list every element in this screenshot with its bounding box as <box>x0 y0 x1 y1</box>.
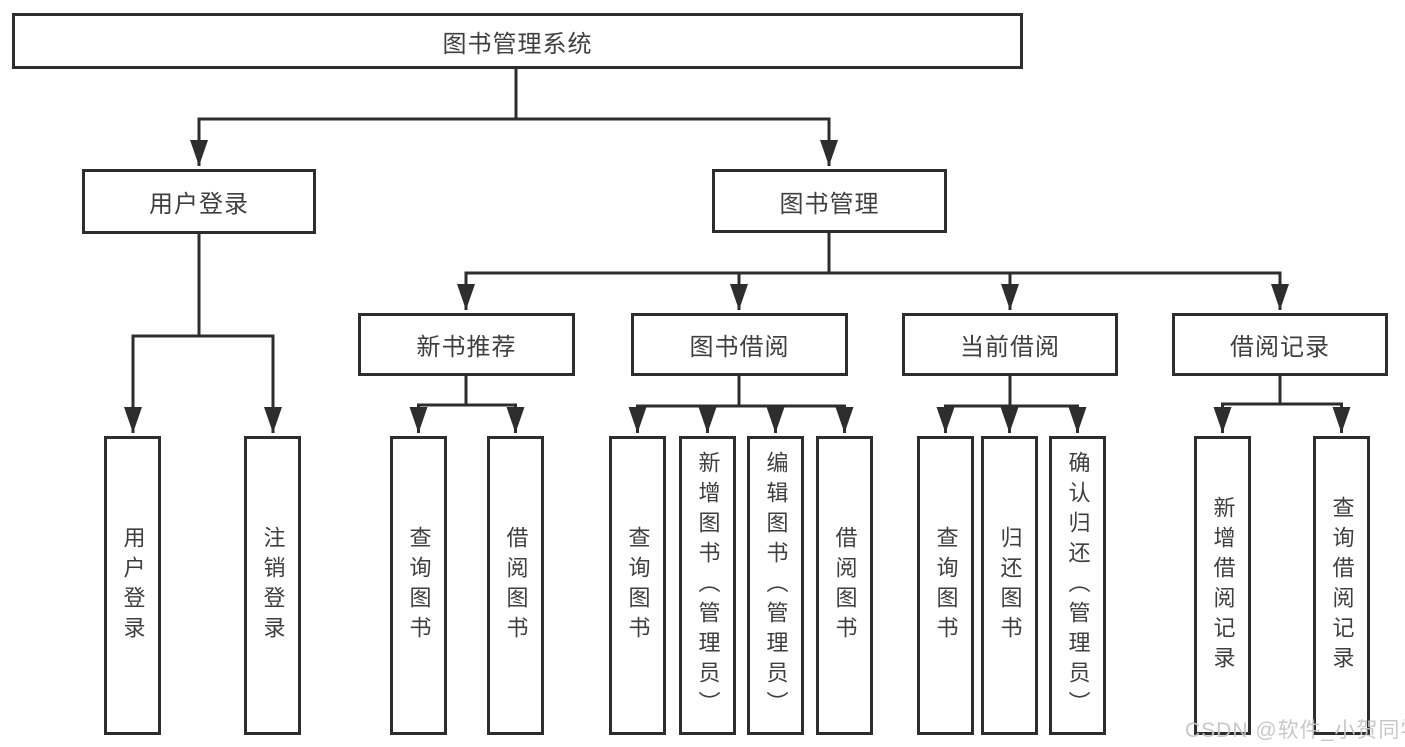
node-book-borrow: 图书借阅 <box>631 313 848 376</box>
leaf-return-books: 归还图书 <box>981 436 1038 735</box>
node-current-borrow: 当前借阅 <box>902 313 1118 376</box>
leaf-query-books-borrow: 查询图书 <box>609 436 666 735</box>
leaf-confirm-return-admin: 确认归还（管理员） <box>1049 436 1106 735</box>
node-new-books: 新书推荐 <box>358 313 575 376</box>
leaf-logout: 注销登录 <box>244 436 301 735</box>
connector-group <box>124 69 1351 433</box>
leaf-add-borrow-record: 新增借阅记录 <box>1194 436 1251 735</box>
leaf-query-books-current: 查询图书 <box>917 436 974 735</box>
leaf-query-books-newbooks: 查询图书 <box>390 436 447 735</box>
node-borrow-records: 借阅记录 <box>1172 313 1388 376</box>
node-root: 图书管理系统 <box>12 13 1023 69</box>
leaf-edit-books-admin: 编辑图书（管理员） <box>747 436 804 735</box>
leaf-add-books-admin: 新增图书（管理员） <box>679 436 736 735</box>
leaf-query-borrow-record: 查询借阅记录 <box>1313 436 1370 735</box>
leaf-borrow-books-borrow: 借阅图书 <box>816 436 873 735</box>
leaf-borrow-books-newbooks: 借阅图书 <box>487 436 544 735</box>
node-user-login: 用户登录 <box>82 169 316 234</box>
leaf-user-login: 用户登录 <box>104 436 161 735</box>
csdn-watermark: CSDN @软件_小贺同学 <box>1185 719 1405 742</box>
node-book-mgmt: 图书管理 <box>712 169 947 233</box>
